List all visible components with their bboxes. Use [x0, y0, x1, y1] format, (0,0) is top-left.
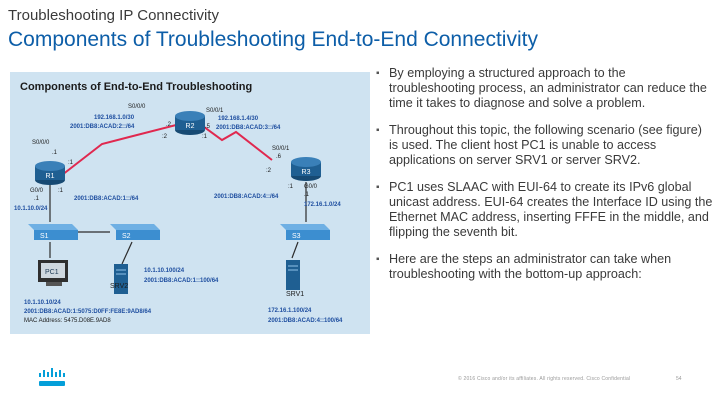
bullet-text: By employing a structured approach to th…: [389, 66, 707, 110]
switch-s1-label: S1: [40, 233, 49, 240]
bullet-marker: ▪: [376, 182, 380, 193]
srv2-label: SRV2: [110, 283, 128, 290]
slide-title: Components of Troubleshooting End-to-End…: [8, 28, 538, 51]
bullet-text: Throughout this topic, the following sce…: [389, 123, 702, 167]
router-r1: R1: [35, 161, 65, 185]
srv2-server: [114, 264, 128, 294]
switch-s1: S1: [28, 224, 78, 240]
r2-port-1: :1: [202, 134, 208, 140]
lan-right-ip: 172.16.1.0/24: [304, 202, 341, 208]
switch-s3-label: S3: [292, 233, 301, 240]
bullet-item: ▪ Here are the steps an administrator ca…: [374, 252, 714, 282]
cisco-logo: [39, 368, 65, 386]
lan-left-ip: 10.1.10.0/24: [14, 206, 48, 212]
lan-left-ipv6: 2001:DB8:ACAD:1::/64: [74, 196, 139, 202]
page-number: 54: [676, 376, 682, 382]
pc1-label: PC1: [45, 269, 59, 276]
link-r2-r3-ip: 192.168.1.4/30: [218, 116, 259, 122]
serial-link-r1-r2: [61, 123, 181, 176]
pc1-ipv6: 2001:DB8:ACAD:1:5075:D0FF:FE8E:9AD8/64: [24, 309, 152, 315]
lan-link-s3-srv1: [291, 241, 299, 259]
pc1-ip: 10.1.10.10/24: [24, 300, 61, 306]
bullet-text: PC1 uses SLAAC with EUI-64 to create its…: [389, 180, 713, 239]
r2-s000-label: S0/0/0: [128, 104, 146, 110]
r1-s000-label: S0/0/0: [32, 140, 50, 146]
lan-right-ipv6: 2001:DB8:ACAD:4::/64: [214, 194, 279, 200]
srv1-label: SRV1: [286, 291, 304, 298]
bullet-item: ▪ By employing a structured approach to …: [374, 66, 714, 111]
serial-link-r2-r3: [199, 123, 273, 161]
router-r1-label: R1: [46, 173, 55, 180]
r3-g-dot1: .1: [304, 192, 310, 198]
pc1-mac: MAC Address: 5475.D08E.9AD8: [24, 318, 111, 324]
r3-port-2: :2: [266, 168, 272, 174]
r3-s001-label: S0/0/1: [272, 146, 290, 152]
bullet-text: Here are the steps an administrator can …: [389, 252, 672, 281]
router-r3: R3: [291, 157, 321, 181]
r1-port-1: :1: [68, 160, 74, 166]
diagram-heading: Components of End-to-End Troubleshooting: [20, 81, 252, 93]
r2-port-2: :2: [162, 134, 168, 140]
router-r3-label: R3: [302, 169, 311, 176]
r1-dot1: .1: [52, 150, 58, 156]
link-r1-r2-ip: 192.168.1.0/30: [94, 115, 135, 121]
pc1-computer: PC1: [38, 260, 68, 286]
switch-s2: S2: [110, 224, 160, 240]
r3-g00-label: G0/0: [304, 184, 318, 190]
srv1-server: [286, 260, 300, 290]
bullet-marker: ▪: [376, 254, 380, 265]
link-r2-r3-ipv6: 2001:DB8:ACAD:3::/64: [216, 125, 281, 131]
srv1-ipv6: 2001:DB8:ACAD:4::100/64: [268, 318, 343, 324]
srv1-ip: 172.16.1.100/24: [268, 308, 312, 314]
bullet-list: ▪ By employing a structured approach to …: [374, 66, 714, 294]
link-r1-r2-ipv6: 2001:DB8:ACAD:2::/64: [70, 124, 135, 130]
router-r2-label: R2: [186, 123, 195, 130]
srv2-ip: 10.1.10.100/24: [144, 268, 185, 274]
switch-s2-label: S2: [122, 233, 131, 240]
bullet-marker: ▪: [376, 68, 380, 79]
bullet-marker: ▪: [376, 125, 380, 136]
bullet-item: ▪ PC1 uses SLAAC with EUI-64 to create i…: [374, 180, 714, 240]
slide-section-title: Troubleshooting IP Connectivity: [8, 7, 219, 24]
r2-dot2: .2: [166, 122, 172, 128]
footer-copyright: © 2016 Cisco and/or its affiliates. All …: [458, 376, 631, 382]
switch-s3: S3: [280, 224, 330, 240]
router-r2: R2: [175, 111, 205, 135]
topology-diagram: Components of End-to-End Troubleshooting…: [10, 72, 370, 334]
bullet-item: ▪ Throughout this topic, the following s…: [374, 123, 714, 168]
r1-g-port-1: :1: [58, 188, 64, 194]
r1-g-dot1: .1: [34, 196, 40, 202]
r1-g00-label: G0/0: [30, 188, 44, 194]
srv2-ipv6: 2001:DB8:ACAD:1::100/64: [144, 278, 219, 284]
r2-s001-label: S0/0/1: [206, 108, 224, 114]
r3-g-port-1: :1: [288, 184, 294, 190]
lan-link-s2-srv2: [121, 241, 133, 265]
r3-dot6: .6: [276, 154, 282, 160]
r2-dot5: .5: [205, 124, 211, 130]
